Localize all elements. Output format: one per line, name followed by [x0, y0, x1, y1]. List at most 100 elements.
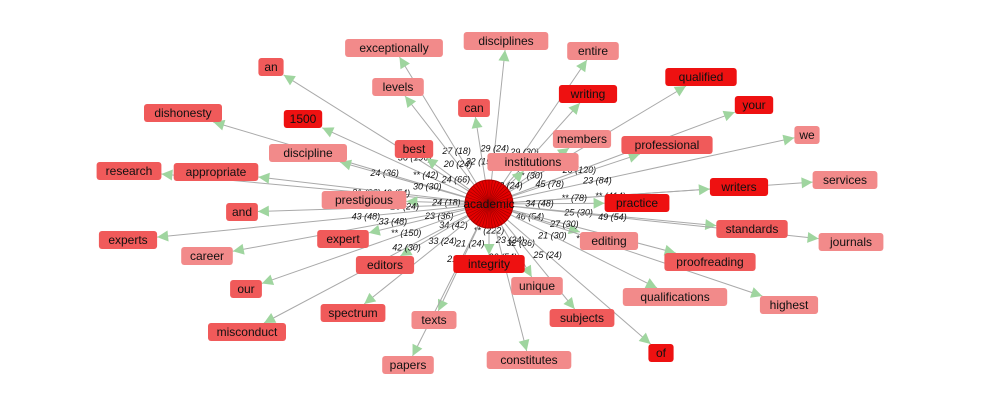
edge-arrowhead: [264, 312, 277, 323]
edge-label: 20 (24): [443, 159, 473, 169]
node-label: our: [237, 282, 254, 296]
node-box: [665, 68, 737, 86]
node-can[interactable]: can: [458, 99, 490, 117]
node-levels[interactable]: levels: [372, 78, 424, 96]
node-unique[interactable]: unique: [511, 277, 563, 295]
node-institutions[interactable]: institutions: [487, 153, 579, 171]
node-experts[interactable]: experts: [98, 231, 158, 249]
node-exceptionally[interactable]: exceptionally: [345, 39, 443, 57]
center-spoke: [488, 203, 500, 226]
edge-discipline: [339, 161, 467, 198]
edge-arrowhead: [663, 244, 676, 256]
edge-arrowhead: [400, 245, 413, 256]
center-spoke: [465, 196, 490, 205]
node-journals[interactable]: journals: [818, 233, 884, 251]
node-members[interactable]: members: [552, 130, 612, 148]
node-discipline[interactable]: discipline: [269, 144, 347, 162]
node-and[interactable]: and: [226, 203, 258, 221]
node-label: papers: [390, 358, 427, 372]
node-an[interactable]: an: [258, 58, 284, 76]
center-spoke: [468, 190, 490, 205]
center-spoke: [465, 200, 490, 205]
node-label: practice: [616, 196, 658, 210]
edge-arrowhead: [521, 264, 532, 277]
edge-arrowhead: [213, 119, 226, 131]
center-spoke: [475, 203, 490, 225]
node-expert[interactable]: expert: [317, 230, 369, 248]
node-your[interactable]: your: [734, 96, 774, 114]
node-texts[interactable]: texts: [411, 311, 457, 329]
node-box: [818, 233, 884, 251]
center-spoke: [488, 203, 510, 218]
edge-arrowhead: [782, 134, 795, 146]
node-misconduct[interactable]: misconduct: [208, 323, 286, 341]
node-box: [173, 163, 259, 181]
node-editing[interactable]: editing: [579, 232, 639, 250]
center-spoke: [488, 180, 497, 205]
node-spectrum[interactable]: spectrum: [320, 304, 386, 322]
node-standards[interactable]: standards: [716, 220, 788, 238]
node-label: institutions: [505, 155, 562, 169]
node-highest[interactable]: highest: [759, 296, 819, 314]
node-box: [558, 85, 618, 103]
node-papers[interactable]: papers: [382, 356, 434, 374]
node-proofreading[interactable]: proofreading: [664, 253, 756, 271]
node-label: we: [798, 128, 815, 142]
edge-label: 20 (120): [562, 165, 597, 175]
edge-qualifications: [510, 214, 658, 289]
edge-label: 29 (30): [509, 147, 539, 157]
node-writing[interactable]: writing: [558, 85, 618, 103]
node-professional[interactable]: professional: [621, 136, 713, 154]
node-services[interactable]: services: [812, 171, 878, 189]
node-constitutes[interactable]: constitutes: [486, 351, 572, 369]
node-1500[interactable]: 1500: [283, 110, 323, 128]
node-entire[interactable]: entire: [567, 42, 619, 60]
edge-your: [511, 111, 735, 197]
center-node[interactable]: academic: [463, 179, 515, 229]
node-label: entire: [578, 44, 608, 58]
node-box: [269, 144, 347, 162]
edge-label: 21 (30): [537, 231, 567, 241]
edge-arrowhead: [638, 332, 651, 344]
node-of[interactable]: of: [648, 344, 674, 362]
edge-of: [506, 219, 651, 345]
edge-arrowhead: [322, 127, 335, 138]
edge-arrowhead: [722, 110, 735, 122]
node-label: editors: [367, 258, 403, 272]
node-career[interactable]: career: [181, 247, 233, 265]
center-spoke: [481, 203, 490, 228]
node-integrity[interactable]: integrity: [453, 255, 525, 273]
node-our[interactable]: our: [230, 280, 262, 298]
node-box: [552, 130, 612, 148]
node-qualified[interactable]: qualified: [665, 68, 737, 86]
node-qualifications[interactable]: qualifications: [622, 288, 728, 306]
edge-arrowhead: [801, 177, 813, 189]
node-box: [283, 110, 323, 128]
node-appropriate[interactable]: appropriate: [173, 163, 259, 181]
edge-label: 21 (24): [455, 239, 485, 249]
edge-arrowhead: [644, 278, 657, 288]
node-research[interactable]: research: [96, 162, 162, 180]
node-editors[interactable]: editors: [355, 256, 415, 274]
node-disciplines[interactable]: disciplines: [463, 32, 549, 50]
edge-label: 23 (24): [495, 235, 525, 245]
node-we[interactable]: we: [794, 126, 820, 144]
edge-1500: [321, 127, 468, 195]
node-subjects[interactable]: subjects: [549, 309, 615, 327]
edge-arrowhead: [483, 244, 495, 255]
node-box: [96, 162, 162, 180]
edge-subjects: [503, 222, 576, 310]
node-prestigious[interactable]: prestigious: [321, 191, 407, 209]
center-spoke: [488, 203, 511, 215]
edge-label: 32 (36): [506, 238, 535, 248]
edge-experts: [157, 205, 466, 238]
edge-arrowhead: [518, 338, 530, 351]
node-practice[interactable]: practice: [604, 194, 670, 212]
node-box: [321, 191, 407, 209]
node-dishonesty[interactable]: dishonesty: [144, 104, 222, 122]
node-best[interactable]: best: [394, 140, 434, 158]
center-spoke: [485, 203, 490, 228]
node-box: [382, 356, 434, 374]
node-writers[interactable]: writers: [709, 178, 769, 196]
edge-editors: [400, 215, 469, 257]
